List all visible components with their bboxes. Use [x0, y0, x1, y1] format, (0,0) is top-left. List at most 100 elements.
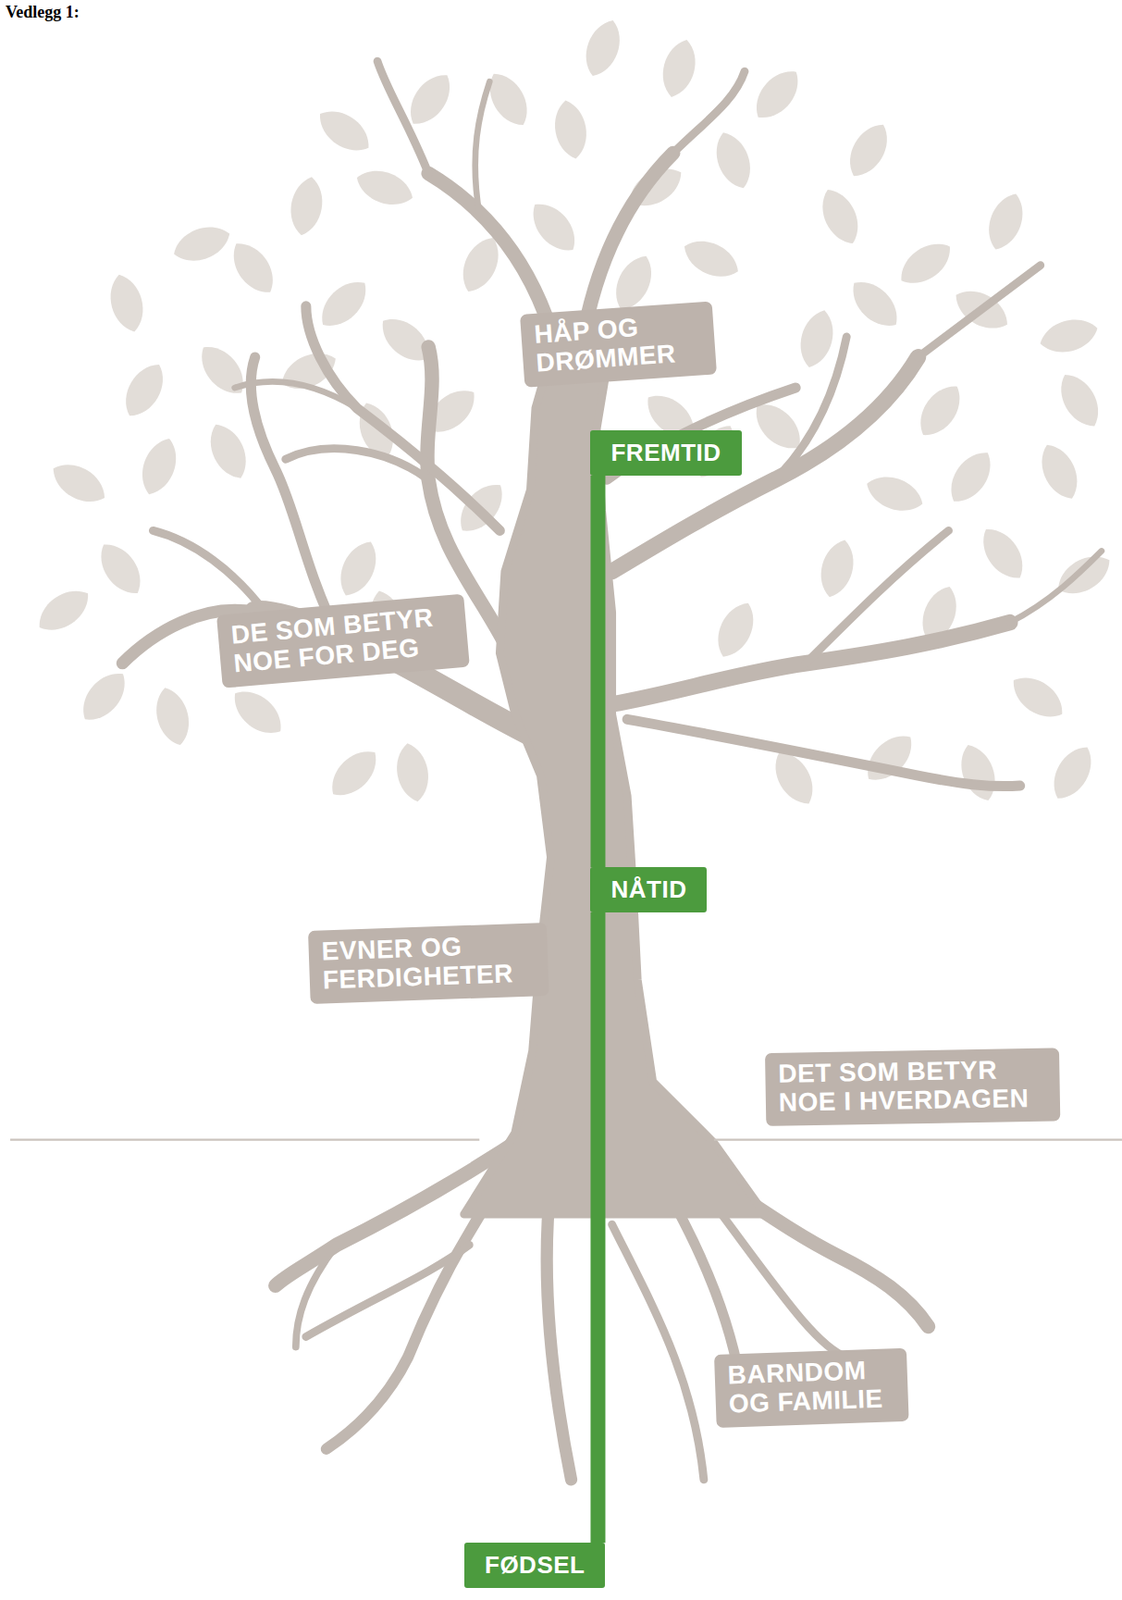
leaf	[709, 596, 763, 664]
leaf	[910, 377, 970, 444]
branch	[805, 530, 949, 663]
leaf	[708, 127, 758, 194]
leaf	[392, 739, 433, 804]
leaf	[311, 271, 376, 336]
branch	[250, 357, 337, 633]
node-label: NÅTID	[610, 875, 687, 903]
branch	[612, 622, 1011, 704]
leaf	[275, 345, 343, 398]
leaf	[765, 744, 823, 812]
trunk	[464, 336, 765, 1214]
leaf	[862, 468, 928, 518]
branch	[1010, 550, 1102, 622]
branch-sign: BARNDOM OG FAMILIE	[714, 1347, 910, 1428]
leaf	[941, 443, 1001, 510]
node-label: HÅP OG DRØMMER	[533, 308, 704, 378]
timeline-flag: NÅTID	[590, 866, 707, 913]
root	[612, 1223, 704, 1480]
leaf	[1051, 367, 1109, 434]
leaf	[914, 580, 964, 647]
leaf	[622, 159, 690, 216]
leaf	[30, 580, 97, 641]
branches	[122, 61, 1102, 1480]
leaf	[840, 117, 898, 185]
leaf	[191, 337, 253, 403]
branch-sign: HÅP OG DRØMMER	[519, 300, 717, 387]
leaf	[91, 535, 151, 602]
branch-sign: DE SOM BETYR NOE FOR DEG	[216, 593, 470, 689]
branch	[234, 381, 358, 408]
leaf	[746, 394, 811, 458]
node-label: DE SOM BETYR NOE FOR DEG	[229, 602, 456, 679]
leaf	[814, 535, 861, 601]
leaf	[311, 101, 378, 161]
timeline-flag: FØDSEL	[464, 1541, 605, 1588]
leaf	[973, 520, 1033, 587]
leaf	[351, 397, 401, 464]
node-label: EVNER OG FERDIGHETER	[320, 929, 536, 995]
leaf	[104, 270, 150, 335]
branch	[917, 265, 1040, 358]
appendix-label: Vedlegg 1:	[5, 2, 80, 23]
leaf	[746, 61, 808, 127]
leaf	[332, 535, 385, 603]
leaf	[794, 306, 840, 371]
leaf	[73, 664, 135, 729]
leaf	[550, 98, 592, 162]
branch	[152, 530, 265, 612]
timeline-line	[590, 475, 605, 867]
leaves	[30, 14, 1117, 811]
branch	[306, 306, 501, 531]
leaf	[843, 271, 908, 336]
leaf	[1004, 667, 1071, 728]
node-label: DET SOM BETYR NOE I HVERDAGEN	[777, 1055, 1048, 1118]
branch	[377, 61, 429, 173]
branch-sign: EVNER OG FERDIGHETER	[308, 922, 550, 1004]
root	[306, 1244, 469, 1336]
leaf	[678, 232, 745, 285]
leaf	[813, 183, 867, 250]
node-label: BARNDOM OG FAMILIE	[727, 1356, 896, 1419]
root	[275, 1132, 531, 1285]
leaf	[1035, 313, 1101, 359]
leaf	[1050, 546, 1118, 604]
leaf	[116, 357, 173, 424]
leaf	[454, 231, 507, 298]
leaf	[523, 194, 585, 259]
branch	[673, 71, 745, 153]
leaf	[351, 162, 418, 212]
leaf	[225, 681, 291, 743]
leaf	[1044, 739, 1101, 806]
leaf	[1033, 438, 1086, 506]
root	[653, 1142, 929, 1326]
leaf	[135, 432, 185, 499]
root	[714, 1203, 847, 1357]
branch	[285, 448, 429, 481]
root	[295, 1244, 337, 1346]
leaf	[857, 726, 922, 790]
timeline-flag: FREMTID	[590, 430, 741, 476]
leaf	[286, 173, 328, 238]
ground-line	[10, 1138, 480, 1141]
leaf	[419, 380, 484, 442]
leaf	[223, 234, 284, 301]
timeline-line	[590, 912, 605, 1542]
leaf	[578, 14, 628, 81]
leaf	[45, 455, 112, 512]
leaf	[953, 739, 1003, 805]
node-label: FØDSEL	[484, 1551, 585, 1579]
leaf	[149, 683, 196, 749]
leaf	[201, 418, 255, 485]
root	[546, 1183, 571, 1480]
node-label: FREMTID	[610, 439, 721, 467]
leaf	[656, 36, 703, 101]
root	[326, 1183, 500, 1449]
leaf	[948, 281, 1015, 338]
branch	[775, 336, 847, 480]
ground-line	[10, 1138, 1122, 1141]
leaf	[321, 740, 386, 805]
leaf	[450, 475, 512, 541]
